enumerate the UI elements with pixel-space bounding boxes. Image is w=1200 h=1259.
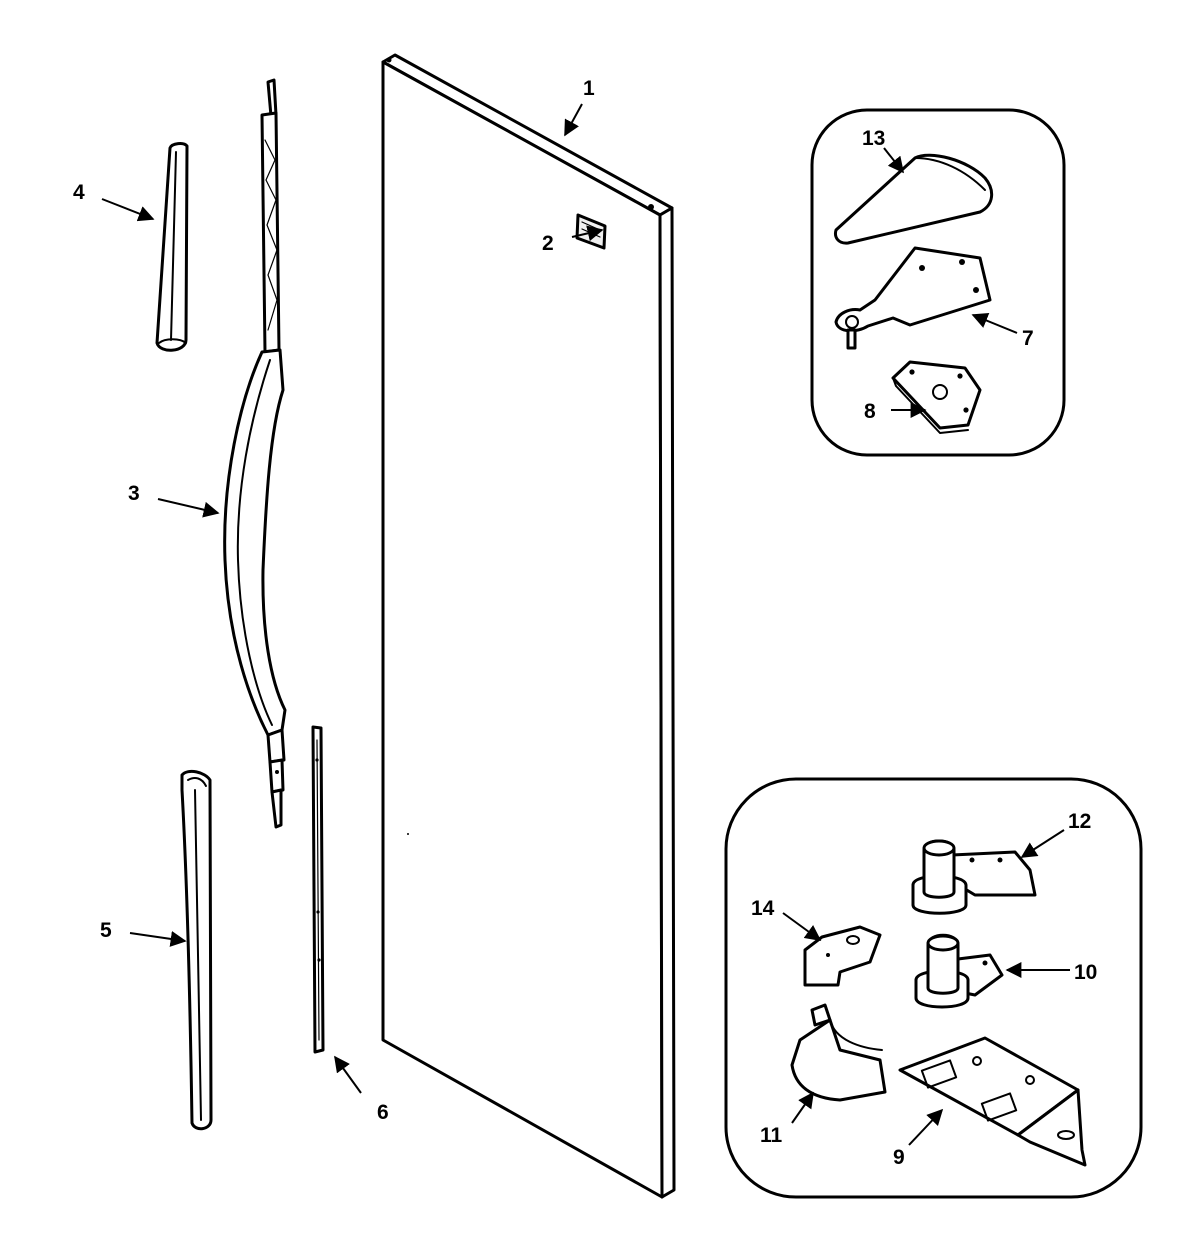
retainer-strip xyxy=(311,725,325,1054)
bottom-hinge-bracket xyxy=(898,1036,1087,1167)
callout-10: 10 xyxy=(1074,961,1097,984)
arrow-11 xyxy=(791,1091,814,1124)
callout-14: 14 xyxy=(751,897,775,920)
arrow-5 xyxy=(129,931,187,947)
callout-11: 11 xyxy=(760,1124,783,1147)
arrow-12 xyxy=(1020,829,1065,858)
bottom-hinge-pin xyxy=(911,839,1037,915)
arrow-7 xyxy=(971,313,1018,334)
arrow-9 xyxy=(908,1108,944,1146)
arrow-14 xyxy=(782,912,822,941)
callout-labels: 1 2 3 4 5 6 7 8 9 10 11 12 13 14 xyxy=(73,77,1097,1169)
callout-7: 7 xyxy=(1022,327,1034,350)
callout-arrows xyxy=(101,103,1070,1146)
callout-5: 5 xyxy=(100,919,112,942)
arrow-1 xyxy=(564,103,583,137)
top-hinge xyxy=(834,246,992,350)
callout-8: 8 xyxy=(864,400,876,423)
callout-3: 3 xyxy=(128,482,140,505)
hinge-cover xyxy=(790,1003,887,1102)
shim xyxy=(891,360,982,434)
arrow-13 xyxy=(883,147,904,174)
callout-13: 13 xyxy=(862,127,885,150)
door-panel xyxy=(381,53,676,1199)
arrow-3 xyxy=(157,498,220,518)
callout-6: 6 xyxy=(377,1101,389,1124)
callout-4: 4 xyxy=(73,181,85,204)
arrow-4 xyxy=(101,198,155,222)
door-trim xyxy=(180,769,213,1131)
center-hinge xyxy=(914,933,1004,1009)
bottom-hinge-inset xyxy=(724,777,1143,1199)
top-hinge-inset xyxy=(810,108,1066,457)
callout-12: 12 xyxy=(1068,810,1091,833)
top-hinge-cover xyxy=(834,153,994,245)
handle-cap xyxy=(155,142,189,352)
handle xyxy=(223,78,287,829)
callout-1: 1 xyxy=(583,77,595,100)
clip xyxy=(803,925,882,987)
callout-9: 9 xyxy=(893,1146,905,1169)
arrow-6 xyxy=(334,1055,362,1094)
callout-2: 2 xyxy=(542,232,554,255)
arrow-2 xyxy=(571,225,604,242)
